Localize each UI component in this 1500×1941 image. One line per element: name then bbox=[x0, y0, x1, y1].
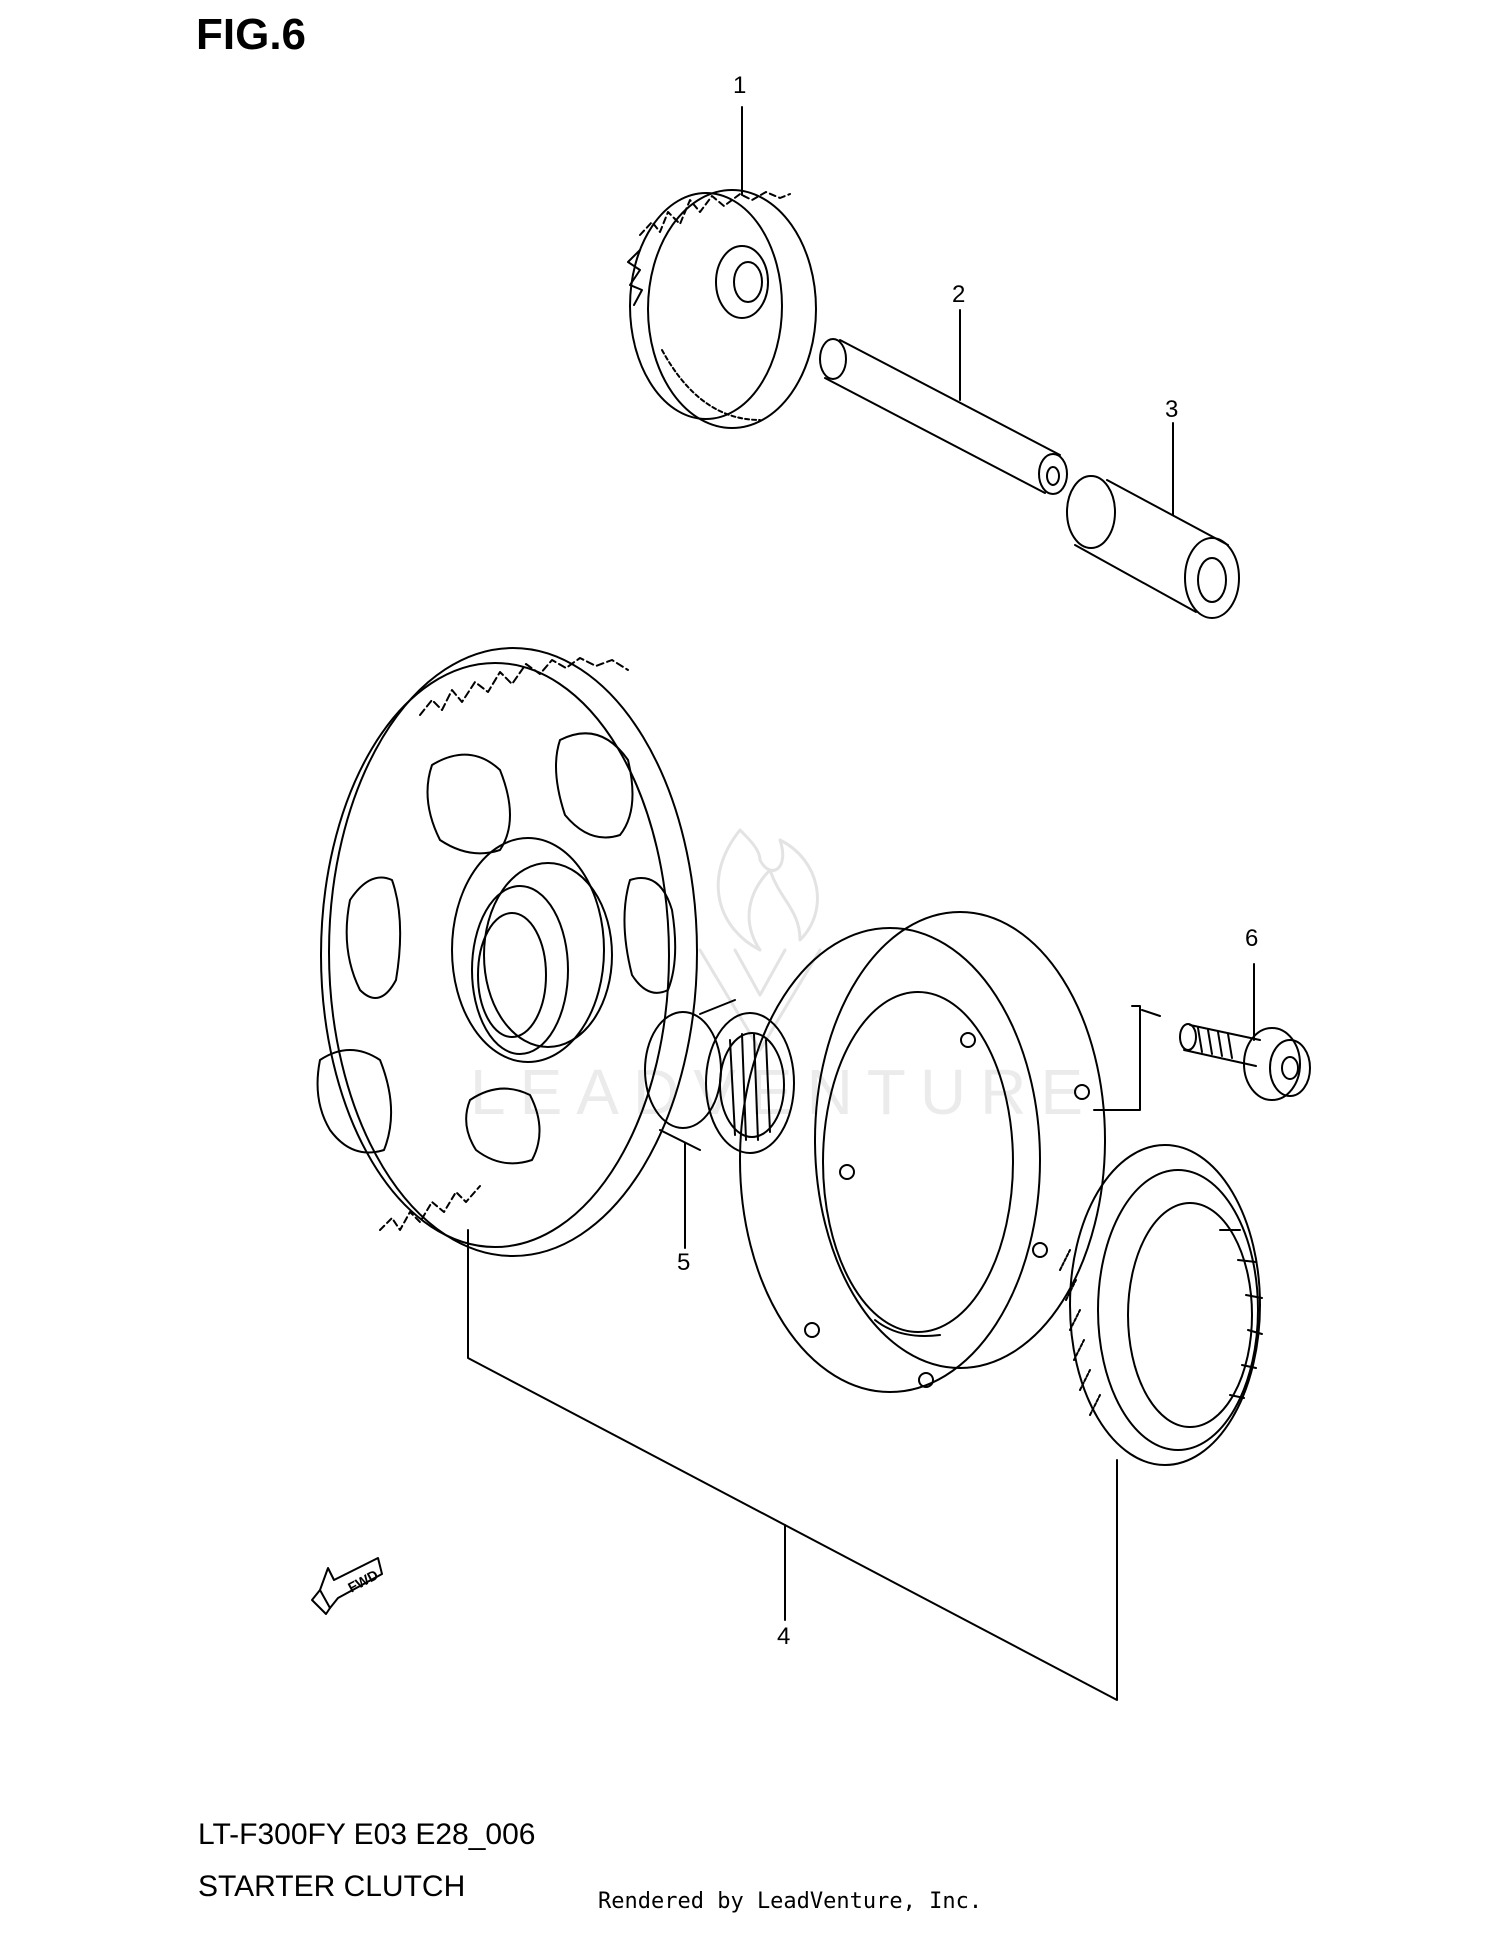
starter-clutch-housing bbox=[740, 912, 1105, 1392]
callout-4: 4 bbox=[777, 1623, 791, 1650]
figure-title: FIG.6 bbox=[196, 10, 307, 59]
fwd-arrow-icon bbox=[312, 1558, 382, 1614]
callout-5: 5 bbox=[677, 1249, 691, 1276]
part-1-idle-gear bbox=[628, 190, 816, 428]
rendered-by-credit: Rendered by LeadVenture, Inc. bbox=[598, 1889, 983, 1914]
leadventure-watermark: LEADVENTURE bbox=[470, 1056, 1097, 1128]
one-way-clutch bbox=[1060, 1145, 1262, 1465]
starter-driven-gear bbox=[318, 648, 697, 1256]
leader-lines bbox=[468, 107, 1254, 1700]
callout-3: 3 bbox=[1165, 396, 1179, 423]
callout-6: 6 bbox=[1245, 925, 1259, 952]
part-5-needle-bearing bbox=[645, 1000, 794, 1153]
section-title: STARTER CLUTCH bbox=[198, 1870, 466, 1903]
part-3-bush bbox=[1067, 476, 1239, 618]
callout-1: 1 bbox=[733, 72, 747, 99]
part-2-shaft bbox=[820, 339, 1067, 494]
part-6-bolt bbox=[1180, 1024, 1310, 1100]
watermark-logo bbox=[700, 830, 820, 1050]
callout-2: 2 bbox=[952, 281, 966, 308]
model-code: LT-F300FY E03 E28_006 bbox=[198, 1818, 536, 1851]
